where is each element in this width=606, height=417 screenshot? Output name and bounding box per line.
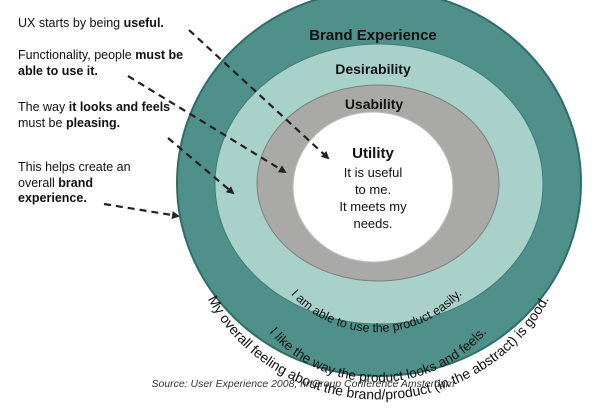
utility-line-1: It is useful <box>344 165 403 180</box>
utility-line-4: needs. <box>353 216 392 231</box>
brand-experience-title: Brand Experience <box>309 27 437 44</box>
utility-line-3: It meets my <box>339 199 407 214</box>
note-utility-text-2: useful. <box>123 16 164 30</box>
arrow-to-desirability <box>167 137 235 195</box>
note-usability-text-1: Functionality, people <box>18 48 136 62</box>
utility-title: Utility <box>352 145 394 162</box>
source-caption: Source: User Experience 2008, nnGroup Co… <box>151 378 455 390</box>
arrow-to-utility <box>188 29 330 160</box>
note-brand-text-1: This helps create an overall <box>18 160 131 190</box>
dashed-arrows <box>103 29 330 219</box>
note-usability: Functionality, people must be able to us… <box>18 48 188 79</box>
note-desirability: The way it looks and feels must be pleas… <box>18 100 178 131</box>
ring-utility-core <box>292 111 454 263</box>
usability-title: Usability <box>345 96 404 112</box>
note-utility-text-1: UX starts by being <box>18 16 124 30</box>
arrow-to-brand-experience <box>103 202 180 219</box>
arrow-to-usability <box>127 75 287 174</box>
note-brand-experience: This helps create an overall brand exper… <box>18 160 143 207</box>
note-usability-text-2: must be able to use it. <box>18 48 184 78</box>
note-desirability-text-1: The way <box>18 100 69 114</box>
desirability-title: Desirability <box>335 61 411 77</box>
note-utility: UX starts by being useful. <box>18 16 218 32</box>
note-desirability-text-2: it looks and feels <box>68 100 171 114</box>
utility-line-2: to me. <box>355 182 391 197</box>
note-brand-text-2: brand experience. <box>18 175 94 206</box>
note-desirability-text-4: pleasing. <box>65 115 121 130</box>
note-desirability-text-3: must be <box>18 115 66 130</box>
